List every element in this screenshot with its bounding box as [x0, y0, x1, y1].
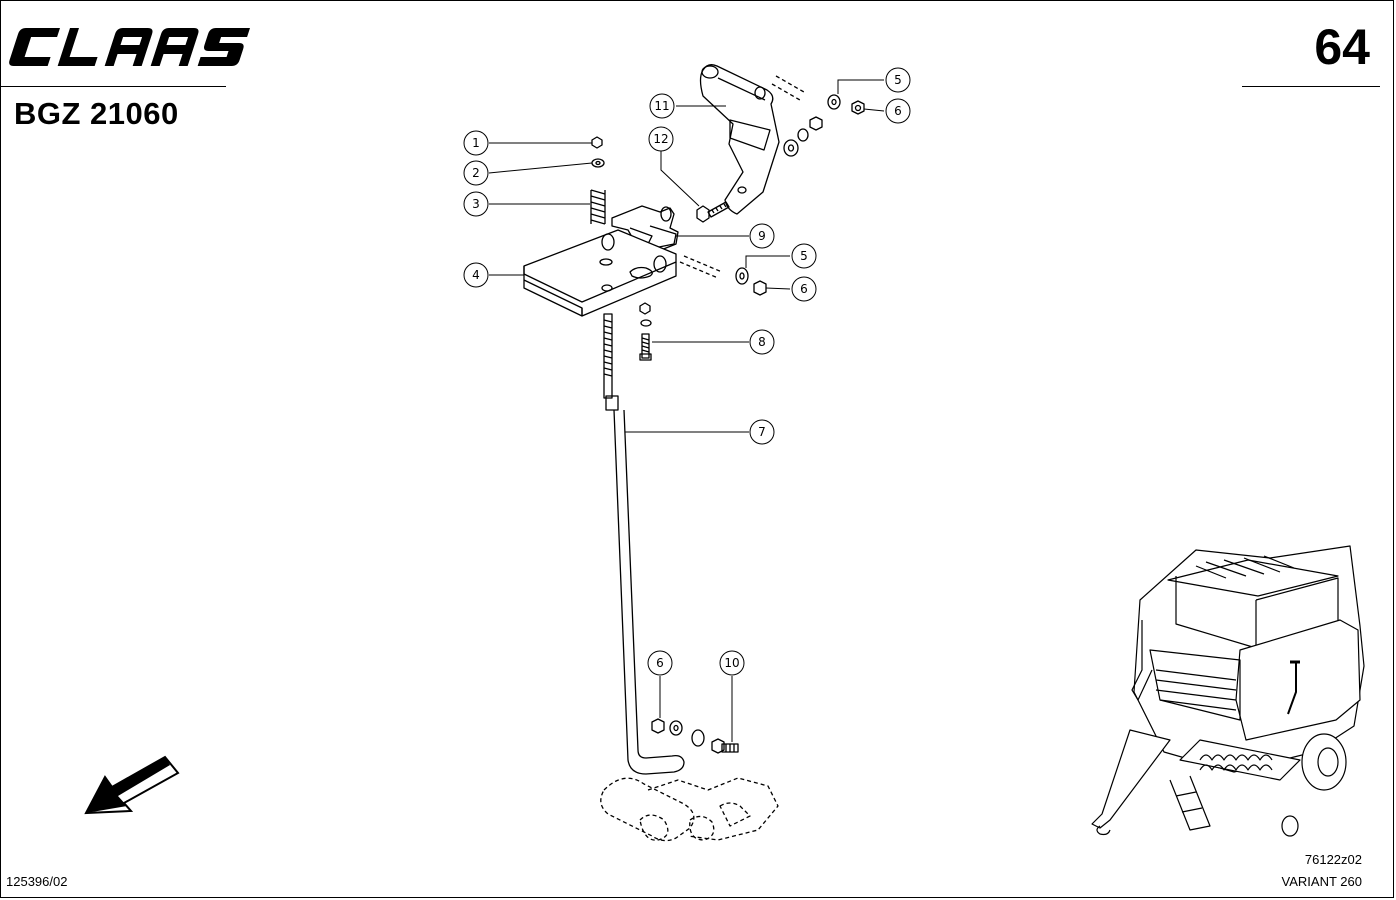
svg-text:5: 5 [894, 73, 902, 87]
svg-text:6: 6 [656, 656, 664, 670]
callout-11: 11 [649, 93, 675, 119]
part-6-10-lower-hardware [651, 718, 739, 754]
context-assembly-dashed [600, 777, 779, 842]
claas-logo [9, 28, 250, 66]
svg-text:1: 1 [472, 136, 480, 150]
svg-text:8: 8 [758, 335, 766, 349]
svg-text:9: 9 [758, 229, 766, 243]
part-5-6-mid-hardware [679, 255, 767, 296]
svg-text:12: 12 [653, 132, 668, 146]
header-rule-left [0, 86, 226, 87]
svg-text:3: 3 [472, 197, 480, 211]
callout-12: 12 [648, 126, 674, 152]
callout-markers: 1 2 3 4 5 6 5 6 8 7 6 10 11 12 9 [463, 67, 911, 676]
part-4-base-plate [523, 229, 677, 317]
baler-overview-illustration [1091, 545, 1365, 837]
svg-text:5: 5 [800, 249, 808, 263]
svg-text:11: 11 [654, 99, 669, 113]
page-number: 64 [1314, 19, 1370, 75]
direction-arrow-icon [84, 755, 180, 815]
footer-drawing-code: 76122z02 [1304, 852, 1362, 867]
callout-5-top: 5 [885, 67, 911, 93]
svg-text:7: 7 [758, 425, 766, 439]
svg-text:4: 4 [472, 268, 480, 282]
document-code: BGZ 21060 [14, 96, 179, 131]
callout-8: 8 [749, 329, 775, 355]
part-8-bolt [639, 302, 652, 361]
part-1-nut [591, 136, 603, 149]
callout-2: 2 [463, 160, 489, 186]
svg-text:10: 10 [724, 656, 739, 670]
footer-variant: VARIANT 260 [1281, 874, 1362, 889]
part-12-bolt [696, 201, 730, 223]
callout-6-mid: 6 [791, 276, 817, 302]
header-rule-right [1242, 86, 1380, 87]
part-2-washer [591, 158, 605, 168]
svg-text:2: 2 [472, 166, 480, 180]
callout-10: 10 [719, 650, 745, 676]
callout-6-low: 6 [647, 650, 673, 676]
callout-7: 7 [749, 419, 775, 445]
svg-text:6: 6 [894, 104, 902, 118]
svg-text:6: 6 [800, 282, 808, 296]
callout-6-top: 6 [885, 98, 911, 124]
part-5-6-top-hardware [771, 75, 865, 157]
callout-5-mid: 5 [791, 243, 817, 269]
footer-left-code: 125396/02 [6, 874, 68, 889]
callout-1: 1 [463, 130, 489, 156]
part-7-rod [603, 313, 685, 775]
part-9-bracket [611, 205, 679, 253]
callout-9: 9 [749, 223, 775, 249]
callout-4: 4 [463, 262, 489, 288]
part-11-lever [699, 64, 780, 215]
callout-3: 3 [463, 191, 489, 217]
part-3-spring [590, 189, 606, 225]
